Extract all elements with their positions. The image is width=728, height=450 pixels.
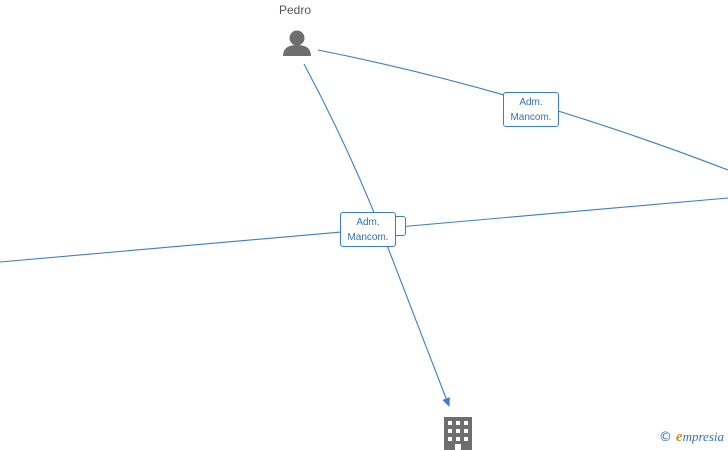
brand-name: mpresia (682, 429, 724, 444)
building-icon[interactable] (444, 417, 472, 450)
empresia-watermark: ©empresia (659, 429, 724, 446)
edge-label-top-right[interactable]: Adm. Mancom. (503, 92, 559, 127)
edge-label-line2: Mancom. (347, 232, 389, 243)
copyright-symbol: © (658, 430, 672, 445)
brand-initial: e (675, 429, 683, 445)
person-icon[interactable] (283, 30, 311, 57)
edge-label-line2: Mancom. (510, 112, 552, 123)
edge-label-center[interactable]: Adm. Mancom. (340, 212, 396, 247)
edge-label-line1: Adm. (519, 97, 543, 108)
person-name-label: Pedro (278, 3, 312, 17)
edge-label-line1: Adm. (356, 217, 380, 228)
